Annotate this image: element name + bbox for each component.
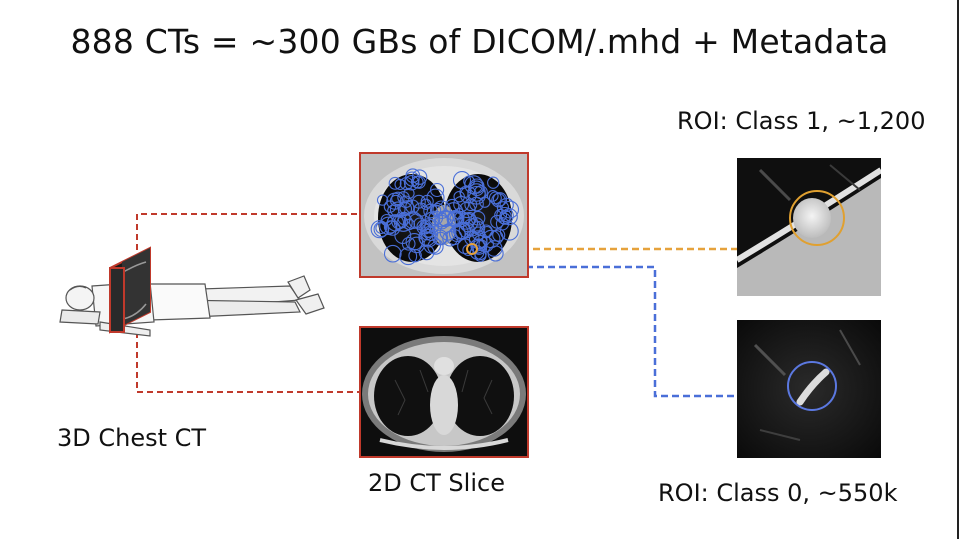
candidate-circle xyxy=(468,230,488,249)
candidate-circle xyxy=(492,228,506,242)
candidate-circle xyxy=(403,211,422,230)
candidate-circle xyxy=(389,201,406,218)
candidate-circle xyxy=(488,230,504,245)
candidate-circle xyxy=(485,240,503,257)
bottom-ct-slice xyxy=(359,326,529,458)
connector-to-top-slice xyxy=(136,213,360,250)
candidate-circle xyxy=(405,168,421,184)
candidate-circle xyxy=(469,245,485,260)
candidate-circle xyxy=(491,192,506,208)
candidate-circle xyxy=(432,200,451,219)
candidate-circle xyxy=(418,244,435,261)
bottom-slice-frame xyxy=(359,326,529,458)
roi-class0-circle xyxy=(787,361,837,411)
roi-class1-label: ROI: Class 1, ~1,200 xyxy=(677,107,926,135)
top-slice-frame xyxy=(359,152,529,278)
red-connectors xyxy=(136,213,360,393)
candidate-circle xyxy=(498,212,511,225)
roi-class1-patch xyxy=(737,158,881,296)
candidate-circle xyxy=(423,226,435,238)
candidate-circle xyxy=(408,248,422,263)
candidate-circle xyxy=(419,222,432,235)
candidate-circle xyxy=(410,175,424,189)
candidate-circle xyxy=(401,236,416,251)
candidate-circle xyxy=(388,176,402,190)
candidate-circle xyxy=(470,210,486,226)
candidate-circle xyxy=(437,210,454,228)
ct-slab-icon xyxy=(109,246,151,334)
candidate-circle xyxy=(487,176,500,189)
candidate-circle xyxy=(469,196,484,212)
roi-class1-circle xyxy=(789,190,845,246)
candidate-circle xyxy=(500,208,518,226)
candidate-circle xyxy=(481,229,501,249)
candidate-circle xyxy=(405,199,420,214)
candidate-circle xyxy=(411,169,428,185)
candidate-circle xyxy=(442,230,458,247)
candidate-circle xyxy=(463,175,475,188)
slide-title: 888 CTs = ~300 GBs of DICOM/.mhd + Metad… xyxy=(70,22,889,61)
candidate-circle xyxy=(379,216,398,235)
candidate-circle xyxy=(430,202,445,217)
candidate-circles xyxy=(370,168,520,266)
connector-class0 xyxy=(526,265,737,398)
candidate-circle xyxy=(375,222,388,235)
candidate-circle xyxy=(403,218,416,231)
chest-ct-label: 3D Chest CT xyxy=(57,424,207,452)
candidate-circle xyxy=(386,214,405,232)
candidate-circle xyxy=(479,196,491,208)
candidate-circle xyxy=(426,188,445,207)
candidate-circle xyxy=(496,201,510,214)
class1-nodule-marker xyxy=(466,243,478,255)
candidate-circle xyxy=(370,220,389,239)
patient-illustration xyxy=(59,275,325,337)
candidate-circle xyxy=(397,201,413,217)
ct-slice-label: 2D CT Slice xyxy=(368,469,505,497)
candidate-circle xyxy=(459,201,476,219)
top-ct-slice xyxy=(359,152,529,278)
candidate-circle xyxy=(376,194,389,206)
slide-edge xyxy=(957,0,959,539)
roi-class0-patch xyxy=(737,320,881,458)
candidate-circle xyxy=(467,183,486,202)
candidate-circle xyxy=(424,226,439,242)
candidate-circle xyxy=(420,218,436,234)
candidate-circle xyxy=(486,190,499,202)
candidate-circle xyxy=(391,191,405,206)
candidate-circle xyxy=(452,171,472,190)
connector-to-bottom-slice xyxy=(136,332,360,393)
candidate-circle xyxy=(451,223,469,241)
candidate-circle xyxy=(383,244,402,263)
candidate-circle xyxy=(394,178,406,191)
candidate-circle xyxy=(453,196,470,213)
candidate-circle xyxy=(389,194,402,207)
roi-class0-label: ROI: Class 0, ~550k xyxy=(658,479,898,507)
candidate-circle xyxy=(403,187,415,200)
candidate-circle xyxy=(434,214,450,230)
